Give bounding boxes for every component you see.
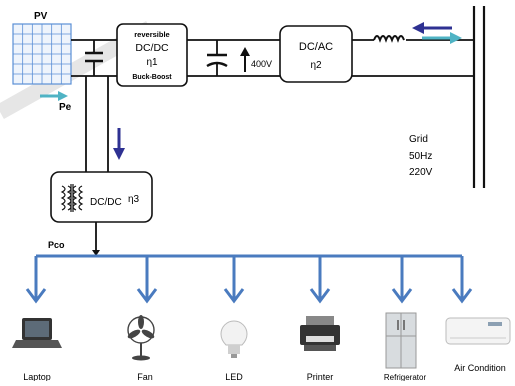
- pv-panel: [12, 23, 72, 85]
- input-capacitor: [85, 51, 103, 63]
- load-branch-arrowhead: [309, 288, 331, 304]
- dc-bus-voltage-label: 400V: [251, 59, 272, 69]
- grid-label: Grid: [409, 134, 428, 145]
- air-conditioner-icon: [445, 317, 511, 345]
- load-branch-arrowhead: [223, 288, 245, 304]
- load-branch-arrowhead: [451, 288, 473, 304]
- fan-icon: [127, 315, 155, 361]
- pco-label: Pco: [48, 240, 65, 250]
- printer-icon: [300, 316, 340, 351]
- grid-frequency-label: 50Hz: [409, 151, 432, 162]
- load-branches: [25, 256, 473, 304]
- led-bulb-icon: [220, 320, 248, 358]
- load-label-printer: Printer: [307, 372, 334, 381]
- load-branch-arrowhead: [136, 288, 158, 304]
- load-branch-arrowhead: [25, 288, 47, 304]
- inverter-label: DC/AC: [299, 41, 333, 53]
- load-label-refrigerator: Refrigerator: [384, 373, 427, 381]
- converter3-efficiency-label: η3: [128, 194, 140, 205]
- grid-bus-bars: [472, 6, 486, 188]
- load-label-fan: Fan: [137, 372, 153, 381]
- inverter-efficiency-label: η2: [310, 60, 322, 71]
- load-flow-arrow: [113, 128, 125, 160]
- converter3-label: DC/DC: [90, 197, 122, 208]
- pco-arrowhead: [92, 250, 100, 256]
- load-label-air-condition: Air Condition: [454, 363, 506, 373]
- transformer-icon: [60, 184, 84, 212]
- pe-label: Pe: [59, 102, 72, 113]
- grid-power-flow-arrows: [412, 22, 462, 44]
- load-label-laptop: Laptop: [23, 372, 51, 381]
- pv-label: PV: [34, 11, 48, 22]
- pe-arrow: [40, 91, 68, 101]
- voltage-arrow: [240, 47, 250, 72]
- grid-inductor: [373, 35, 405, 43]
- converter1-reversible-label: reversible: [134, 30, 169, 39]
- load-branch-arrowhead: [391, 288, 413, 304]
- dcac-inverter-box: [279, 25, 353, 83]
- grid-voltage-label: 220V: [409, 167, 433, 178]
- converter1-buckboost-label: Buck-Boost: [132, 74, 172, 81]
- converter1-efficiency-label: η1: [146, 57, 158, 68]
- main-wiring: [71, 39, 474, 254]
- reversible-dcdc-converter-box: [116, 23, 188, 87]
- converter1-type-label: DC/DC: [135, 42, 169, 54]
- refrigerator-icon: [385, 312, 417, 369]
- laptop-icon: [12, 318, 62, 348]
- load-label-led: LED: [225, 372, 243, 381]
- dc-bus-capacitor: [206, 53, 228, 68]
